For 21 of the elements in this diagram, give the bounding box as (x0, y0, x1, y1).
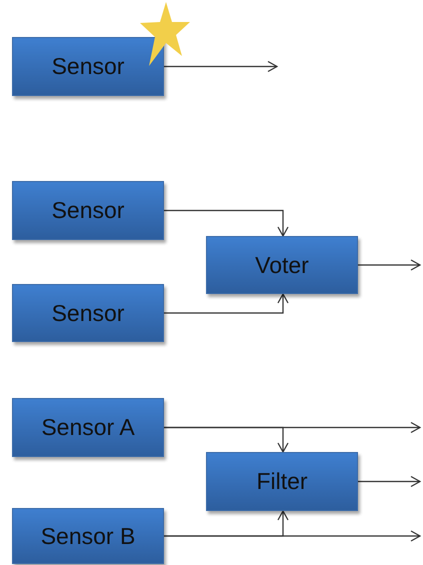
arrow (164, 60, 278, 72)
arrow (164, 210, 289, 237)
box-label: Sensor (52, 298, 124, 328)
arrow (164, 510, 289, 537)
process-box (12, 398, 164, 457)
arrow (164, 426, 289, 453)
process-box (12, 508, 164, 564)
process-box (206, 236, 358, 294)
box-label: Sensor (52, 196, 124, 225)
box-label: Sensor B (40, 522, 136, 550)
arrow (164, 293, 289, 314)
box-label: Sensor A (41, 413, 135, 442)
arrow (358, 259, 421, 271)
process-box (12, 181, 164, 240)
process-box (12, 37, 164, 96)
box-label: Voter (255, 250, 309, 280)
process-box (206, 452, 358, 511)
box-label: Filter (256, 467, 308, 496)
process-box (12, 284, 164, 342)
arrow (358, 476, 421, 488)
box-label: Sensor (52, 52, 124, 81)
